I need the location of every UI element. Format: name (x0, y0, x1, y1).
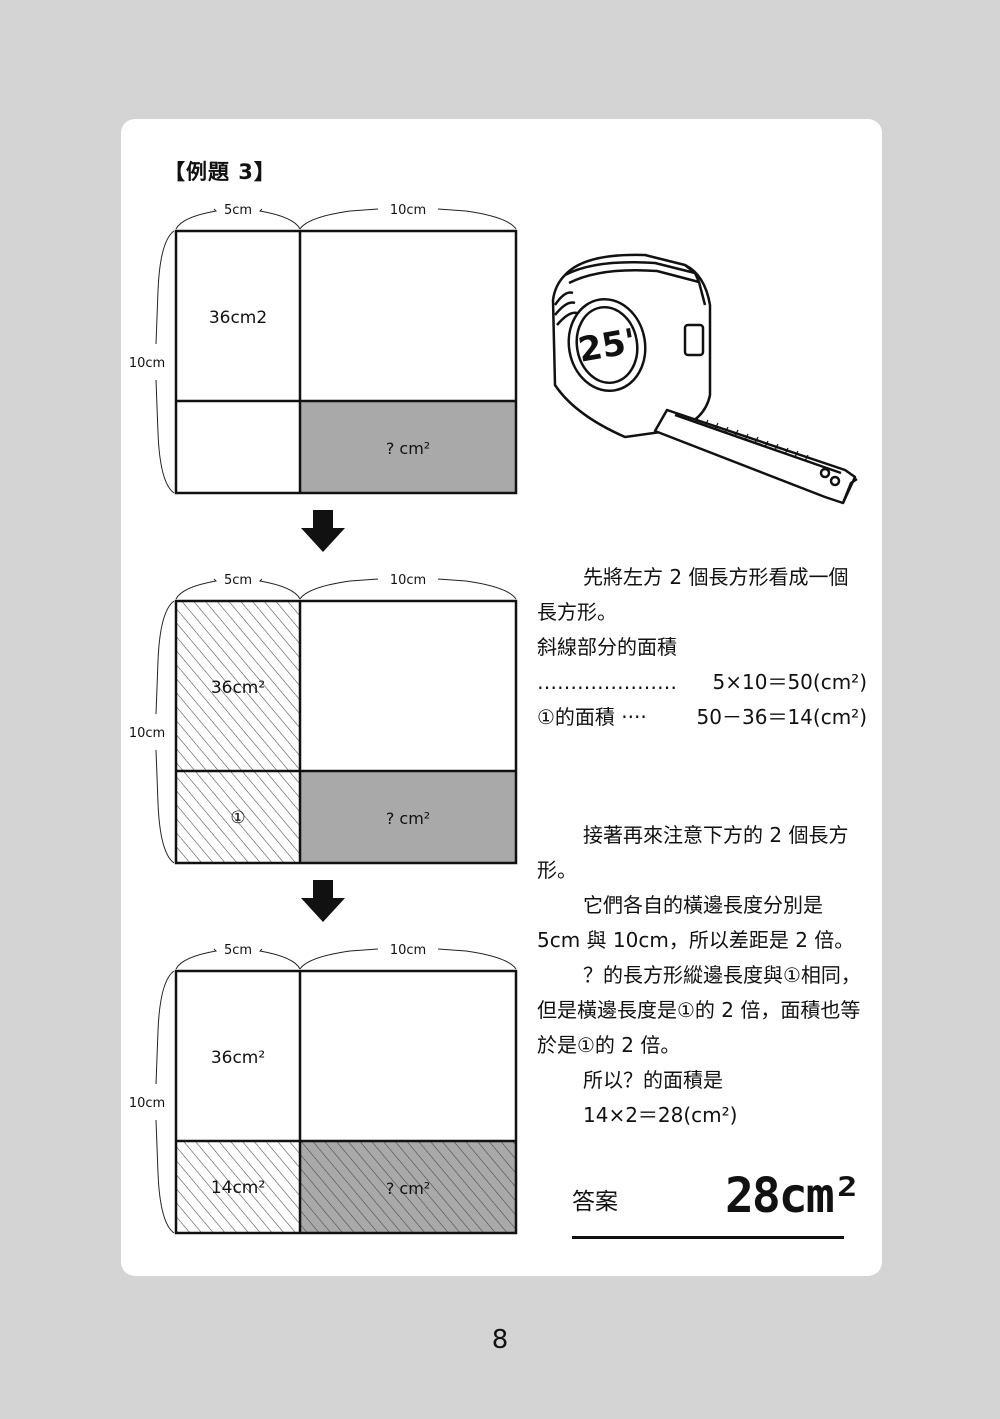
figure-3: 5cm 10cm 10cm 36cm² 14cm² ? cm² (129, 943, 518, 1235)
calculation-row: ①的面積 ···· 50－36＝14(cm²) (537, 700, 867, 735)
width-label-right: 10cm (390, 573, 426, 588)
answer-underline (572, 1236, 844, 1239)
width-label-left: 5cm (224, 573, 252, 588)
area-label-bottom-right: ? cm² (386, 1179, 430, 1198)
answer-value: 28cm² (725, 1168, 861, 1224)
width-label-left: 5cm (224, 203, 252, 218)
area-label-bottom-right: ? cm² (386, 809, 430, 828)
explanation-text: 它們各自的橫邊長度分別是 5cm 與 10cm，所以差距是 2 倍。 (537, 893, 855, 952)
area-label-top-left: 36cm2 (209, 308, 267, 328)
down-arrow-icon (301, 880, 345, 922)
cell-top-right (300, 601, 516, 771)
area-label-bottom-right: ? cm² (386, 439, 430, 458)
cell-top-left (176, 601, 300, 771)
down-arrow-icon (301, 510, 345, 552)
explanation-text: 所以？的面積是 (583, 1068, 723, 1092)
width-label-left: 5cm (224, 943, 252, 958)
area-label-top-left: 36cm² (211, 678, 265, 698)
figure-2: 5cm 10cm 10cm 36cm² ① ? cm² (129, 573, 518, 865)
calc-leader: ………………… (537, 670, 677, 694)
tape-measure-icon: 25' (551, 253, 858, 505)
width-label-right: 10cm (390, 943, 426, 958)
area-label-bottom-left: 14cm² (211, 1178, 265, 1198)
height-label: 10cm (129, 1096, 165, 1111)
explanation-text: 14×2＝28(cm²) (583, 1103, 738, 1127)
cell-bottom-right (300, 401, 516, 493)
explanation-block-1: 先將左方 2 個長方形看成一個長方形。 斜線部分的面積 ………………… 5×10… (537, 560, 867, 735)
explanation-text: 先將左方 2 個長方形看成一個長方形。 (537, 565, 849, 624)
height-label: 10cm (129, 356, 165, 371)
width-label-right: 10cm (390, 203, 426, 218)
explanation-text: 斜線部分的面積 (537, 635, 677, 659)
tape-label: 25' (575, 321, 639, 370)
answer-label: 答案 (572, 1189, 618, 1215)
cell-bottom-left (176, 771, 300, 863)
calc-value: 50－36＝14(cm²) (696, 705, 867, 729)
explanation-text: 接著再來注意下方的 2 個長方形。 (537, 823, 849, 882)
cell-bottom-left (176, 401, 300, 493)
area-label-top-left: 36cm² (211, 1048, 265, 1068)
cell-top-right (300, 231, 516, 401)
figure-1: 5cm 10cm 10cm 36cm2 ? cm² (129, 203, 518, 495)
page-number: 8 (491, 1325, 509, 1355)
cell-top-right (300, 971, 516, 1141)
cell-bottom-left (176, 1141, 300, 1233)
cell-top-left (176, 231, 300, 401)
calculation-row: ………………… 5×10＝50(cm²) (537, 665, 867, 700)
explanation-block-2: 接著再來注意下方的 2 個長方形。 它們各自的橫邊長度分別是 5cm 與 10c… (537, 818, 867, 1133)
calc-leader: ①的面積 ···· (537, 705, 647, 729)
height-label: 10cm (129, 726, 165, 741)
cell-bottom-right (300, 1141, 516, 1233)
cell-top-left (176, 971, 300, 1141)
area-label-bottom-left: ① (230, 808, 245, 828)
cell-bottom-right (300, 771, 516, 863)
calc-value: 5×10＝50(cm²) (712, 670, 867, 694)
example-heading: 【例題 3】 (164, 160, 276, 184)
explanation-text: ？的長方形縱邊長度與①相同，但是橫邊長度是①的 2 倍，面積也等於是①的 2 倍… (537, 963, 861, 1057)
